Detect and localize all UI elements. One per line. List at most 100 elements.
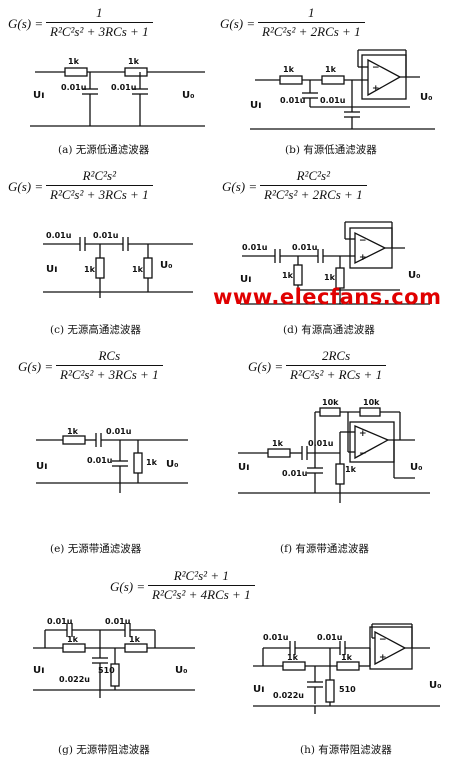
resistor-r1 xyxy=(62,643,86,653)
formula-denominator: R²C²s² + 3RCs + 1 xyxy=(50,24,149,39)
formula-lhs: G(s) = xyxy=(248,359,284,374)
formula-fraction: RCs R²C²s² + 3RCs + 1 xyxy=(56,348,163,383)
circuit-c: 0.01u 0.01u 1k 1k Uı U₀ xyxy=(43,231,193,298)
resistor-r2 xyxy=(336,661,360,671)
label-r2: 1k xyxy=(129,635,141,644)
label-c1: 0.01u xyxy=(61,83,87,92)
formula-fraction: 2RCs R²C²s² + RCs + 1 xyxy=(286,348,387,383)
label-opamp-minus: − xyxy=(372,63,380,73)
resistor-r2 xyxy=(143,257,153,279)
resistor-rf2 xyxy=(359,407,381,417)
formula-lhs: G(s) = xyxy=(8,16,44,31)
label-rf1: 10k xyxy=(322,398,339,407)
label-opamp-plus: + xyxy=(359,429,367,439)
label-uin: Uı xyxy=(33,665,45,676)
label-opamp-minus: − xyxy=(359,236,367,246)
label-c2: 0.01u xyxy=(282,469,308,478)
formula-denominator: R²C²s² + RCs + 1 xyxy=(290,367,383,382)
formula-fraction: R²C²s² R²C²s² + 2RCs + 1 xyxy=(260,168,367,203)
resistor-r2 xyxy=(321,75,345,85)
label-r2: 1k xyxy=(325,65,337,74)
circuit-b: 1k 1k 0.01u 0.01u − + Uı U₀ xyxy=(250,49,435,130)
fraction-bar xyxy=(258,22,365,23)
circuit-h: 0.01u 0.01u 1k 1k 510 0.022u − + Uı U₀ xyxy=(253,623,442,714)
formula-numerator: 1 xyxy=(308,5,315,20)
formula-denominator: R²C²s² + 4RCs + 1 xyxy=(152,587,251,602)
formula-numerator: R²C²s² xyxy=(296,168,330,183)
circuit-e: 1k 0.01u 0.01u 1k Uı U₀ xyxy=(36,427,188,493)
label-c1: 0.01u xyxy=(280,96,306,105)
label-c2: 0.01u xyxy=(292,243,318,252)
label-uin: Uı xyxy=(253,684,265,695)
label-r1: 1k xyxy=(67,635,79,644)
label-uout: U₀ xyxy=(175,665,188,676)
opamp-triangle xyxy=(354,231,387,265)
resistor-r1 xyxy=(282,661,306,671)
resistor-r1 xyxy=(62,435,86,445)
formula-denominator: R²C²s² + 2RCs + 1 xyxy=(262,24,361,39)
label-c2: 0.01u xyxy=(320,96,346,105)
label-r3: 510 xyxy=(98,666,115,675)
caption-h: (h) 有源带阻滤波器 xyxy=(300,744,392,756)
formula-denominator: R²C²s² + 3RCs + 1 xyxy=(50,187,149,202)
formula-fraction: R²C²s² R²C²s² + 3RCs + 1 xyxy=(46,168,153,203)
formula-numerator: RCs xyxy=(98,348,121,363)
label-uin: Uı xyxy=(46,264,58,275)
formula-fraction: 1 R²C²s² + 3RCs + 1 xyxy=(46,5,153,40)
label-rf2: 10k xyxy=(363,398,380,407)
label-uout: U₀ xyxy=(182,90,195,101)
label-r2: 1k xyxy=(345,465,357,474)
resistor-r2 xyxy=(335,463,345,485)
label-c1: 0.01u xyxy=(242,243,268,252)
label-uout: U₀ xyxy=(410,462,423,473)
formula-lhs: G(s) = xyxy=(8,179,44,194)
resistor-r1 xyxy=(267,448,291,458)
formula-denominator: R²C²s² + 3RCs + 1 xyxy=(60,367,159,382)
label-c1: 0.01u xyxy=(106,427,132,436)
formula-numerator: R²C²s² xyxy=(82,168,116,183)
label-c3: 0.022u xyxy=(273,691,304,700)
label-opamp-plus: + xyxy=(372,84,380,94)
circuit-f: 10k 10k 1k 0.01u 0.01u 1k + − Uı U₀ xyxy=(238,398,430,503)
resistor-r1 xyxy=(64,67,88,77)
label-opamp-minus: − xyxy=(359,449,367,459)
label-c1: 0.01u xyxy=(46,231,72,240)
label-c1: 0.01u xyxy=(308,439,334,448)
label-r2: 1k xyxy=(146,458,158,467)
label-uout: U₀ xyxy=(408,270,421,281)
label-opamp-plus: + xyxy=(379,653,387,663)
label-uin: Uı xyxy=(33,90,45,101)
label-c1: 0.01u xyxy=(263,633,289,642)
formula-numerator: 2RCs xyxy=(321,348,351,363)
fraction-bar xyxy=(46,185,153,186)
fraction-bar xyxy=(46,22,153,23)
label-r1: 1k xyxy=(287,653,299,662)
label-r2: 1k xyxy=(341,653,353,662)
label-r1: 1k xyxy=(67,427,79,436)
label-r3: 510 xyxy=(339,685,356,694)
label-r1: 1k xyxy=(84,265,96,274)
resistor-r1 xyxy=(279,75,303,85)
label-r1: 1k xyxy=(282,271,294,280)
label-r2: 1k xyxy=(128,57,140,66)
label-c2: 0.01u xyxy=(317,633,343,642)
formula-lhs: G(s) = xyxy=(222,179,258,194)
label-c2: 0.01u xyxy=(87,456,113,465)
formula-fraction: R²C²s² + 1 R²C²s² + 4RCs + 1 xyxy=(148,568,255,603)
fraction-bar xyxy=(260,185,367,186)
resistor-r2 xyxy=(124,643,148,653)
label-uin: Uı xyxy=(240,274,252,285)
label-uin: Uı xyxy=(238,462,250,473)
opamp-triangle xyxy=(354,425,390,460)
caption-f: (f) 有源带通滤波器 xyxy=(280,543,369,555)
opamp-triangle xyxy=(367,58,402,97)
label-uout: U₀ xyxy=(160,260,173,271)
formula-lhs: G(s) = xyxy=(18,359,54,374)
circuit-a: 1k 1k 0.01u 0.01u Uı U₀ xyxy=(30,57,205,127)
label-r2: 1k xyxy=(132,265,144,274)
resistor-r1 xyxy=(293,264,303,286)
resistor-rf1 xyxy=(319,407,341,417)
formula-denominator: R²C²s² + 2RCs + 1 xyxy=(264,187,363,202)
formula-lhs: G(s) = xyxy=(110,579,146,594)
label-c1: 0.01u xyxy=(47,617,73,626)
